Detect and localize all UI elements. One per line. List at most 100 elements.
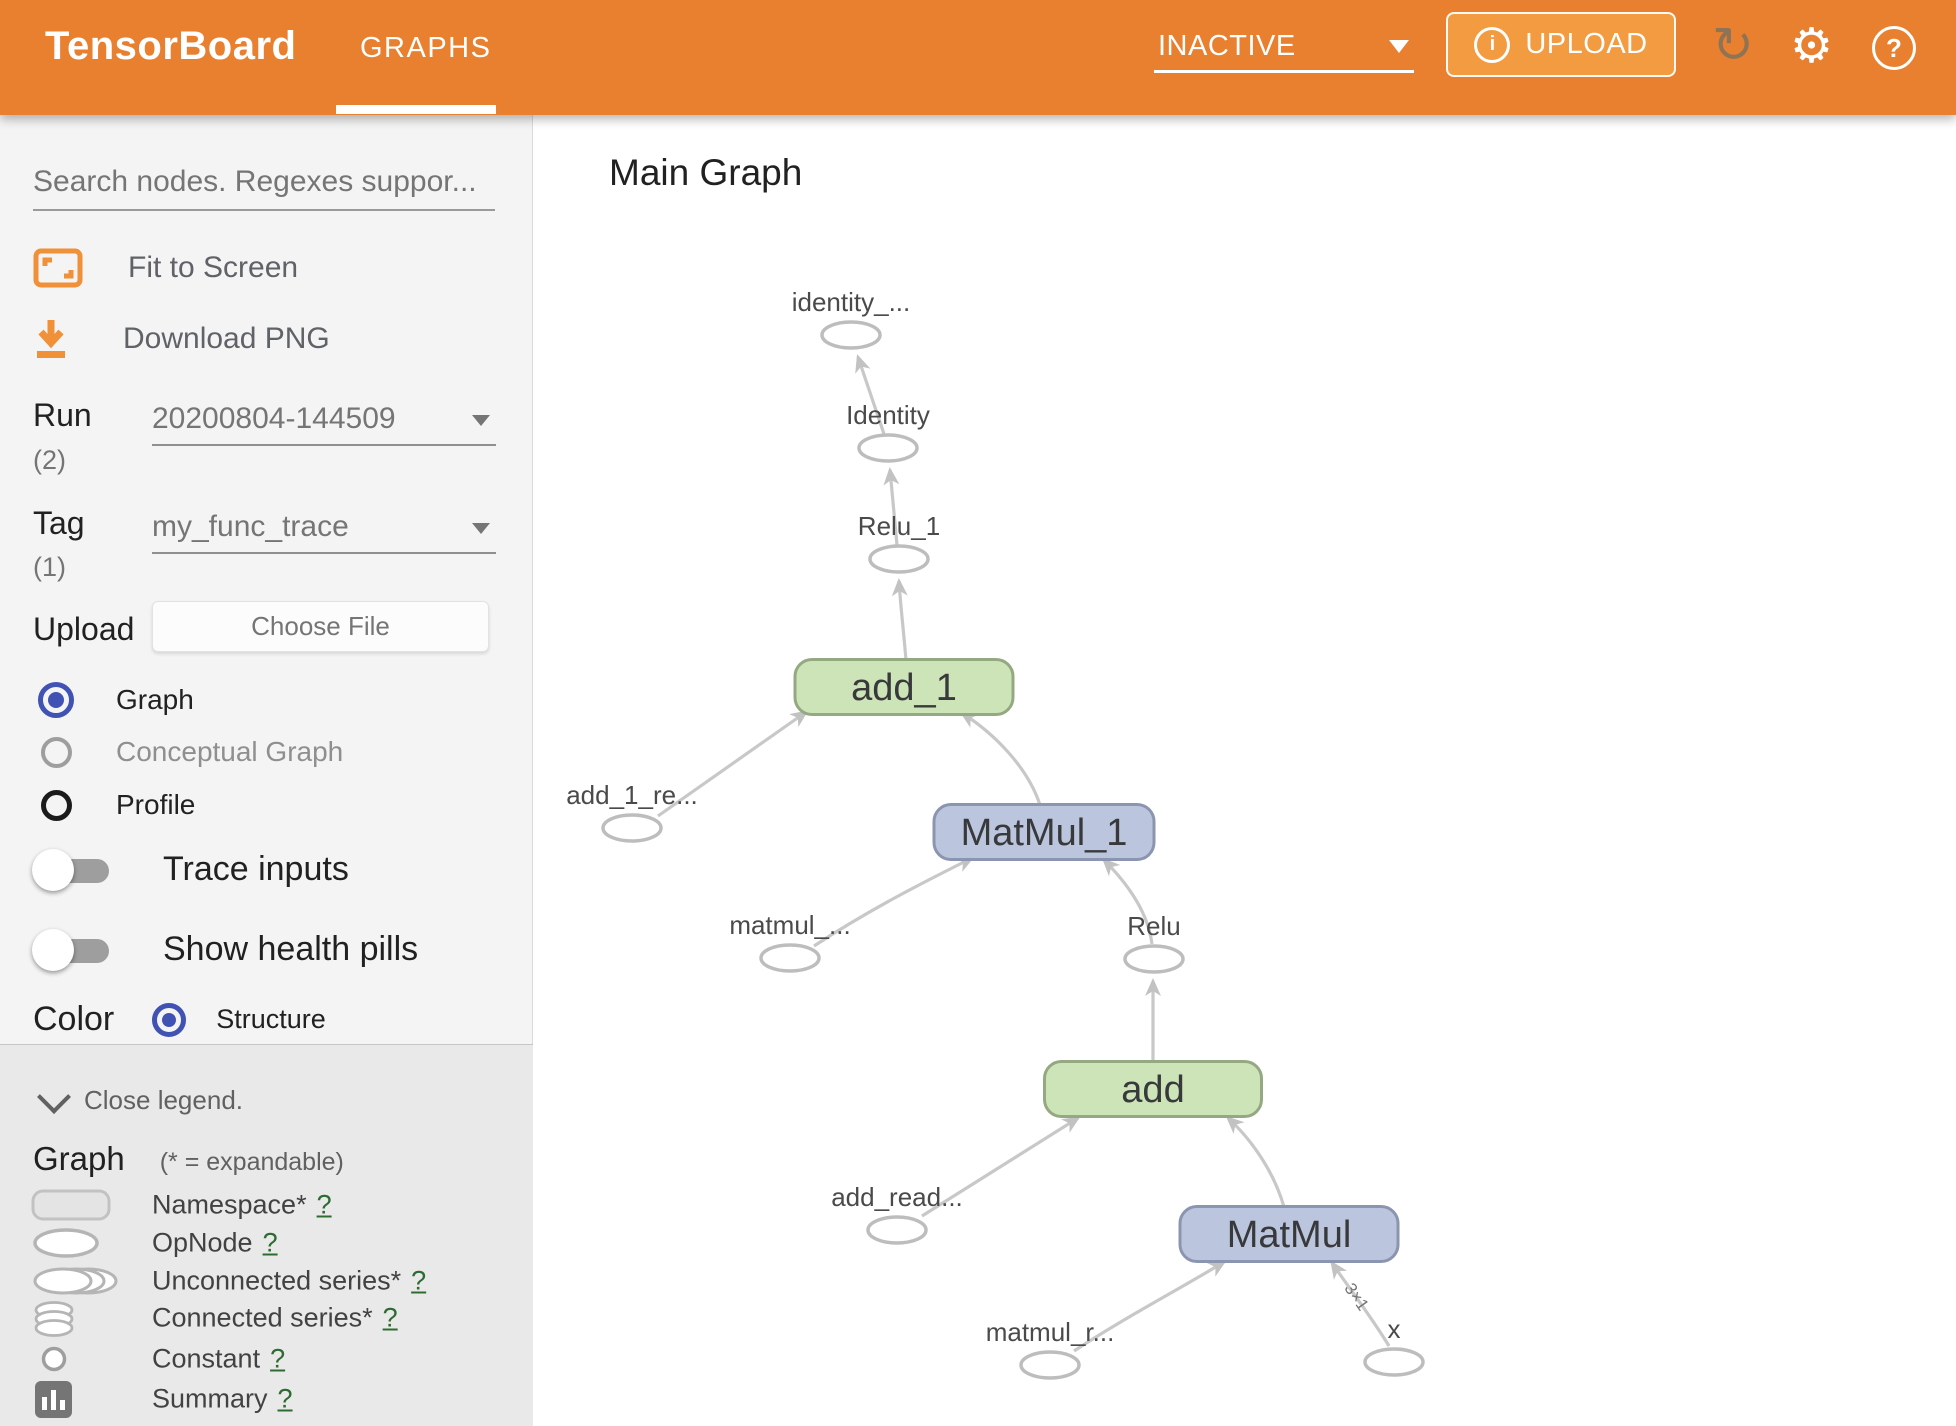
sidebar: Fit to Screen Download PNG Run (2) 20200… xyxy=(0,115,533,1426)
legend-item-connected-series: Connected series*? xyxy=(0,1298,533,1338)
health-pills-toggle-row: Show health pills xyxy=(32,928,418,971)
connected-series-icon xyxy=(34,1301,74,1337)
tag-select-underline xyxy=(152,552,496,554)
top-toolbar: TensorBoard GRAPHS INACTIVE i UPLOAD ↻ ⚙… xyxy=(0,0,1956,115)
graph-node-matmul_[interactable]: matmul_... xyxy=(729,910,851,973)
help-link[interactable]: ? xyxy=(382,1302,398,1333)
legend-item-constant: Constant? xyxy=(0,1339,533,1379)
radio-unselected-icon xyxy=(41,736,72,768)
close-legend-button[interactable]: Close legend. xyxy=(37,1079,243,1116)
graph-edge xyxy=(1073,1260,1227,1353)
chevron-down-icon xyxy=(37,1079,71,1114)
graph-node-add_1[interactable]: add_1 xyxy=(793,658,1015,716)
tensorboard-logo: TensorBoard xyxy=(45,24,297,68)
graph-node-add_1_re[interactable]: add_1_re... xyxy=(566,780,698,843)
upload-button[interactable]: i UPLOAD xyxy=(1446,12,1676,77)
info-icon: i xyxy=(1474,26,1511,63)
radio-graph[interactable]: Graph xyxy=(38,682,194,718)
tag-select-caret-icon[interactable] xyxy=(472,523,490,534)
graph-edge xyxy=(855,354,886,435)
svg-text:MatMul_1: MatMul_1 xyxy=(961,812,1128,854)
svg-text:add_1_re...: add_1_re... xyxy=(566,780,698,810)
graph-edge xyxy=(1225,1115,1286,1208)
legend-item-opnode: OpNode? xyxy=(0,1223,533,1263)
refresh-icon[interactable]: ↻ xyxy=(1712,17,1754,73)
graph-node-add[interactable]: add xyxy=(1043,1060,1263,1118)
graph-edge xyxy=(883,467,900,546)
graph-node-identity[interactable]: identity_... xyxy=(792,287,911,350)
graph-node-Relu[interactable]: Relu xyxy=(1123,911,1185,974)
legend-item-unconnected-series: Unconnected series*? xyxy=(0,1261,533,1301)
svg-text:identity_...: identity_... xyxy=(792,287,911,317)
graph-node-MatMul[interactable]: MatMul xyxy=(1178,1205,1400,1263)
summary-icon xyxy=(35,1381,72,1418)
radio-unselected-icon xyxy=(41,789,72,821)
radio-selected-icon[interactable] xyxy=(152,1002,187,1037)
graph-node-x[interactable]: x xyxy=(1363,1314,1425,1377)
graph-edge xyxy=(1101,857,1154,945)
run-select-caret-icon[interactable] xyxy=(472,415,490,426)
edge-shape-label: 3×1 xyxy=(1340,1280,1372,1315)
download-png-button[interactable]: Download PNG xyxy=(33,318,330,360)
status-dropdown-value[interactable]: INACTIVE xyxy=(1158,30,1296,62)
graph-edge xyxy=(813,856,975,948)
help-icon[interactable]: ? xyxy=(1872,26,1916,70)
constant-icon xyxy=(41,1346,67,1372)
fit-to-screen-button[interactable]: Fit to Screen xyxy=(33,248,298,288)
legend-item-namespace: Namespace*? xyxy=(0,1185,533,1225)
unconnected-series-icon xyxy=(33,1267,118,1295)
graph-node-matmul_r[interactable]: matmul_r... xyxy=(986,1317,1115,1380)
trace-inputs-toggle-row: Trace inputs xyxy=(32,848,349,891)
tag-select-value[interactable]: my_func_trace xyxy=(152,510,349,543)
choose-file-button[interactable]: Choose File xyxy=(152,601,489,652)
help-link[interactable]: ? xyxy=(262,1227,278,1258)
svg-text:add_read...: add_read... xyxy=(831,1182,963,1212)
svg-text:x: x xyxy=(1388,1314,1401,1344)
gear-icon[interactable]: ⚙ xyxy=(1790,20,1834,73)
legend-heading: Graph (* = expandable) xyxy=(33,1140,344,1177)
svg-text:matmul_...: matmul_... xyxy=(729,910,850,940)
search-input[interactable] xyxy=(33,165,495,211)
graph-node-Identity[interactable]: Identity xyxy=(846,400,930,463)
svg-text:Relu_1: Relu_1 xyxy=(858,511,940,541)
svg-text:add_1: add_1 xyxy=(851,667,957,709)
graph-node-add_read[interactable]: add_read... xyxy=(831,1182,963,1245)
svg-text:add: add xyxy=(1121,1069,1184,1111)
svg-text:MatMul: MatMul xyxy=(1227,1214,1352,1256)
help-link[interactable]: ? xyxy=(316,1189,332,1220)
run-select-value[interactable]: 20200804-144509 xyxy=(152,402,396,435)
trace-inputs-toggle[interactable] xyxy=(32,848,113,891)
namespace-icon xyxy=(31,1189,111,1221)
download-icon xyxy=(37,320,65,358)
radio-conceptual-graph[interactable]: Conceptual Graph xyxy=(41,736,343,768)
svg-text:matmul_r...: matmul_r... xyxy=(986,1317,1115,1347)
opnode-icon xyxy=(33,1228,99,1258)
graph-edge xyxy=(959,711,1042,806)
status-dropdown-underline xyxy=(1154,70,1414,73)
chevron-down-icon[interactable] xyxy=(1389,40,1409,53)
color-label: Color xyxy=(33,1000,115,1038)
page-title: Main Graph xyxy=(609,152,803,193)
fit-to-screen-icon xyxy=(33,248,83,288)
graph-edge xyxy=(891,578,908,661)
graph-node-Relu_1[interactable]: Relu_1 xyxy=(858,511,940,574)
radio-selected-icon xyxy=(38,682,74,718)
help-link[interactable]: ? xyxy=(277,1383,293,1414)
svg-text:Identity: Identity xyxy=(846,400,930,430)
legend-panel: Close legend. Graph (* = expandable) Nam… xyxy=(0,1044,533,1426)
show-health-pills-toggle[interactable] xyxy=(32,928,113,971)
tab-graphs[interactable]: GRAPHS xyxy=(360,32,492,64)
run-select-underline xyxy=(152,444,496,446)
svg-text:Relu: Relu xyxy=(1127,911,1180,941)
help-link[interactable]: ? xyxy=(411,1265,427,1296)
active-tab-underline xyxy=(336,105,496,114)
run-count: (2) xyxy=(33,445,66,475)
help-link[interactable]: ? xyxy=(270,1343,286,1374)
legend-item-summary: Summary? xyxy=(0,1379,533,1419)
upload-file-label: Upload xyxy=(33,611,135,647)
graph-edge xyxy=(1330,1260,1391,1347)
graph-node-MatMul_1[interactable]: MatMul_1 xyxy=(932,803,1156,861)
radio-profile[interactable]: Profile xyxy=(41,789,195,821)
